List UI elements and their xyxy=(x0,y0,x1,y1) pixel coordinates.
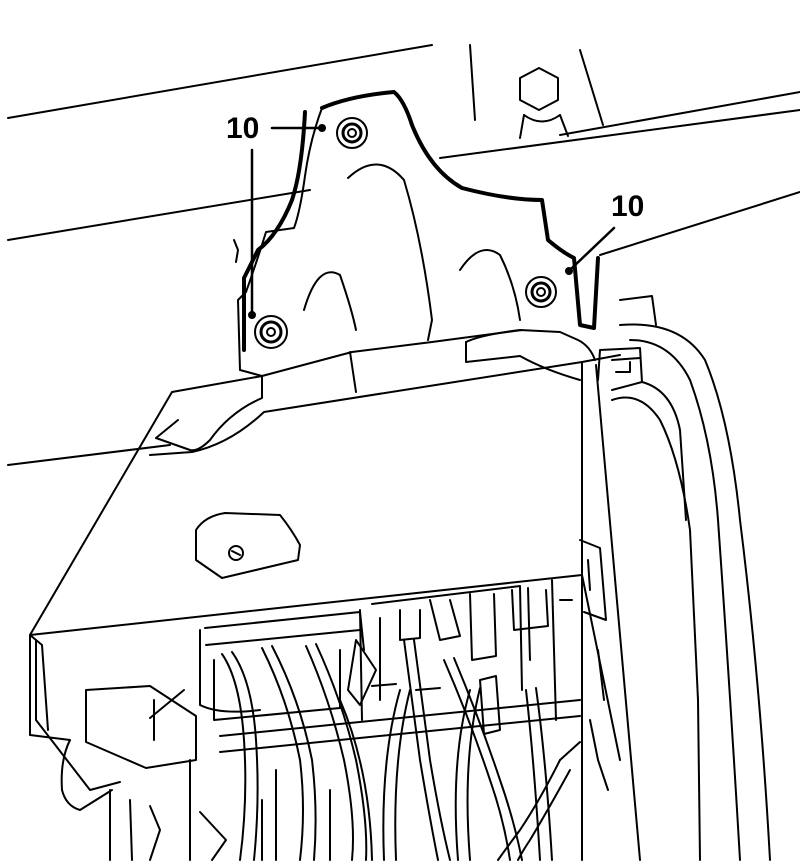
relay-box xyxy=(29,295,771,861)
callout-label-left: 10 xyxy=(226,112,260,145)
lower-bracket xyxy=(60,739,113,811)
bolt-top xyxy=(336,117,368,149)
leader-lines xyxy=(248,124,616,319)
connector-panel xyxy=(35,579,581,791)
wire-bundle xyxy=(109,639,581,861)
bolt-right xyxy=(525,276,557,308)
mounting-bracket xyxy=(233,90,600,393)
bolt-left xyxy=(254,315,288,349)
callout-label-right: 10 xyxy=(611,190,645,223)
background-beams xyxy=(7,44,800,466)
hex-bolt-top xyxy=(519,67,569,139)
